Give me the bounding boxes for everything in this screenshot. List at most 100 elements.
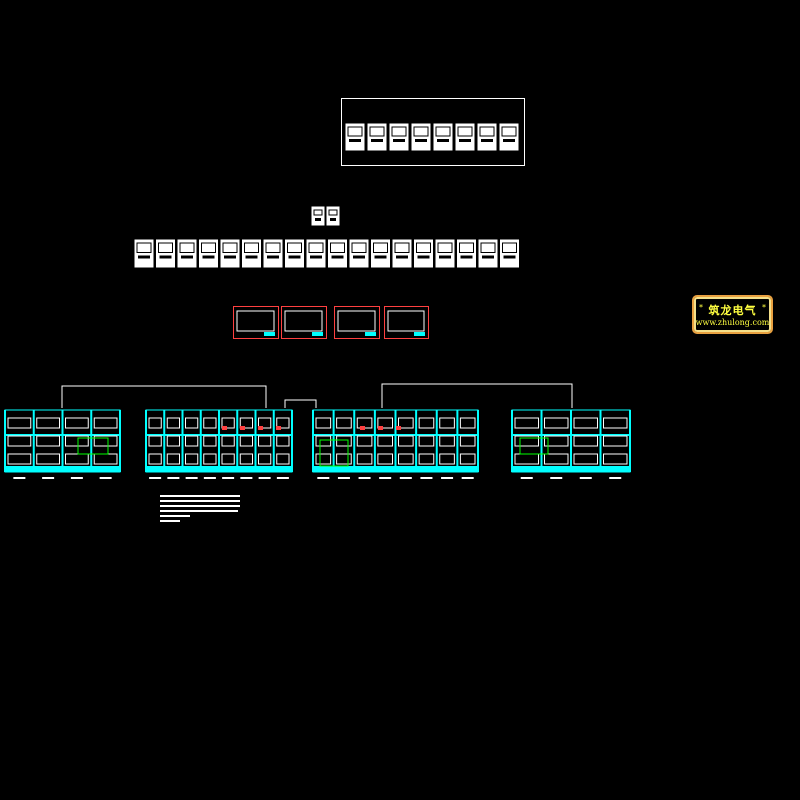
panel-component bbox=[459, 453, 476, 465]
sheet-thumbnail-detail bbox=[308, 242, 324, 253]
panel-component bbox=[336, 435, 352, 447]
transformer-outline bbox=[519, 437, 549, 455]
panel-component bbox=[185, 435, 199, 447]
design-notes-line bbox=[160, 495, 240, 497]
panel-component bbox=[36, 453, 60, 465]
logo-title: 筑龙电气 bbox=[708, 304, 757, 317]
panel-component bbox=[315, 435, 332, 447]
sheet-thumbnail-bar bbox=[439, 255, 451, 259]
sheet-thumbnail-bar bbox=[202, 255, 215, 259]
design-notes-line bbox=[160, 505, 240, 507]
panel-component bbox=[7, 435, 32, 447]
panel-component bbox=[377, 417, 393, 429]
panel-component bbox=[603, 435, 628, 447]
panel-component bbox=[258, 435, 272, 447]
panel-label bbox=[258, 477, 271, 479]
panel-component bbox=[514, 453, 539, 465]
sheet-thumbnail bbox=[328, 239, 347, 268]
layout-sheet-frame bbox=[384, 306, 429, 339]
sheet-thumbnail-detail bbox=[201, 242, 216, 253]
sheet-thumbnail-detail bbox=[179, 242, 195, 253]
sheet-thumbnail-detail bbox=[158, 242, 173, 253]
transformer-outline bbox=[77, 437, 109, 455]
panel-component bbox=[377, 453, 393, 465]
breaker-mark bbox=[222, 426, 227, 430]
panel-component bbox=[418, 417, 435, 429]
sheet-thumbnail-bar bbox=[503, 139, 515, 142]
panel-component bbox=[459, 417, 476, 429]
panel-component bbox=[185, 453, 199, 465]
sheet-thumbnail-detail bbox=[394, 242, 410, 253]
panel-label bbox=[550, 477, 563, 479]
panel-label bbox=[167, 477, 180, 479]
panel-component bbox=[148, 453, 162, 465]
panel-component bbox=[148, 435, 162, 447]
sheet-thumbnail-bar bbox=[349, 139, 361, 142]
panel-component bbox=[544, 453, 569, 465]
panel-component bbox=[239, 417, 253, 429]
sheet-thumbnail-detail bbox=[459, 242, 474, 253]
transformer-outline bbox=[319, 439, 349, 467]
panel-component bbox=[544, 417, 569, 429]
layout-sheet-titleblock bbox=[264, 332, 275, 336]
panel-component bbox=[439, 453, 455, 465]
panel-component bbox=[7, 417, 32, 429]
sheet-set-frame bbox=[341, 98, 525, 166]
layout-sheet-titleblock bbox=[414, 332, 425, 336]
design-notes-line bbox=[160, 510, 238, 512]
panel-component bbox=[65, 417, 89, 429]
sheet-thumbnail-detail bbox=[416, 242, 431, 253]
sheet-thumbnail-bar bbox=[138, 255, 150, 259]
sheet-thumbnail-detail bbox=[351, 242, 367, 253]
panel-component bbox=[221, 417, 235, 429]
panel-component bbox=[603, 417, 628, 429]
sheet-thumbnail bbox=[457, 239, 476, 268]
busbar-link bbox=[284, 399, 317, 408]
sheet-thumbnail-detail bbox=[480, 242, 496, 253]
sheet-thumbnail-bar bbox=[315, 218, 321, 221]
sheet-thumbnail-detail bbox=[313, 209, 323, 216]
sheet-thumbnail-detail bbox=[437, 242, 453, 253]
sheet-thumbnail-bar bbox=[459, 139, 471, 142]
sheet-thumbnail bbox=[242, 239, 261, 268]
panel-component bbox=[221, 453, 235, 465]
layout-sheet-titleblock bbox=[312, 332, 323, 336]
sheet-thumbnail-bar bbox=[181, 255, 193, 259]
panel-component bbox=[439, 417, 455, 429]
zhulong-logo: * * 筑龙电气 www.zhulong.com bbox=[692, 295, 773, 334]
panel-label bbox=[520, 477, 533, 479]
panel-label bbox=[579, 477, 592, 479]
busbar-link bbox=[381, 383, 573, 408]
panel-component bbox=[36, 435, 60, 447]
star-icon: * bbox=[699, 303, 703, 312]
sheet-thumbnail-bar bbox=[159, 255, 172, 259]
sheet-thumbnail-bar bbox=[331, 255, 344, 259]
sheet-thumbnail-detail bbox=[479, 126, 495, 137]
panel-component bbox=[276, 453, 290, 465]
panel-component bbox=[356, 435, 373, 447]
sheet-thumbnail-bar bbox=[481, 139, 493, 142]
sheet-thumbnail bbox=[199, 239, 218, 268]
panel-label bbox=[276, 477, 289, 479]
breaker-mark bbox=[276, 426, 281, 430]
panel-component bbox=[573, 417, 598, 429]
panel-label bbox=[203, 477, 216, 479]
sheet-thumbnail-bar bbox=[415, 139, 427, 142]
panel-label bbox=[42, 477, 55, 479]
sheet-thumbnail-bar bbox=[224, 255, 236, 259]
layout-sheet-frame bbox=[233, 306, 279, 339]
panel-component bbox=[514, 435, 539, 447]
panel-component bbox=[336, 453, 352, 465]
star-icon: * bbox=[762, 303, 766, 312]
design-notes-line bbox=[160, 515, 190, 517]
sheet-thumbnail bbox=[477, 123, 497, 151]
sheet-thumbnail-detail bbox=[373, 242, 388, 253]
panel-label bbox=[358, 477, 371, 479]
sheet-thumbnail-detail bbox=[435, 126, 451, 137]
panel-label bbox=[70, 477, 83, 479]
sheet-thumbnail-detail bbox=[369, 126, 385, 137]
breaker-mark bbox=[258, 426, 263, 430]
logo-url: www.zhulong.com bbox=[695, 318, 770, 327]
panel-label bbox=[99, 477, 112, 479]
sheet-thumbnail-detail bbox=[287, 242, 302, 253]
